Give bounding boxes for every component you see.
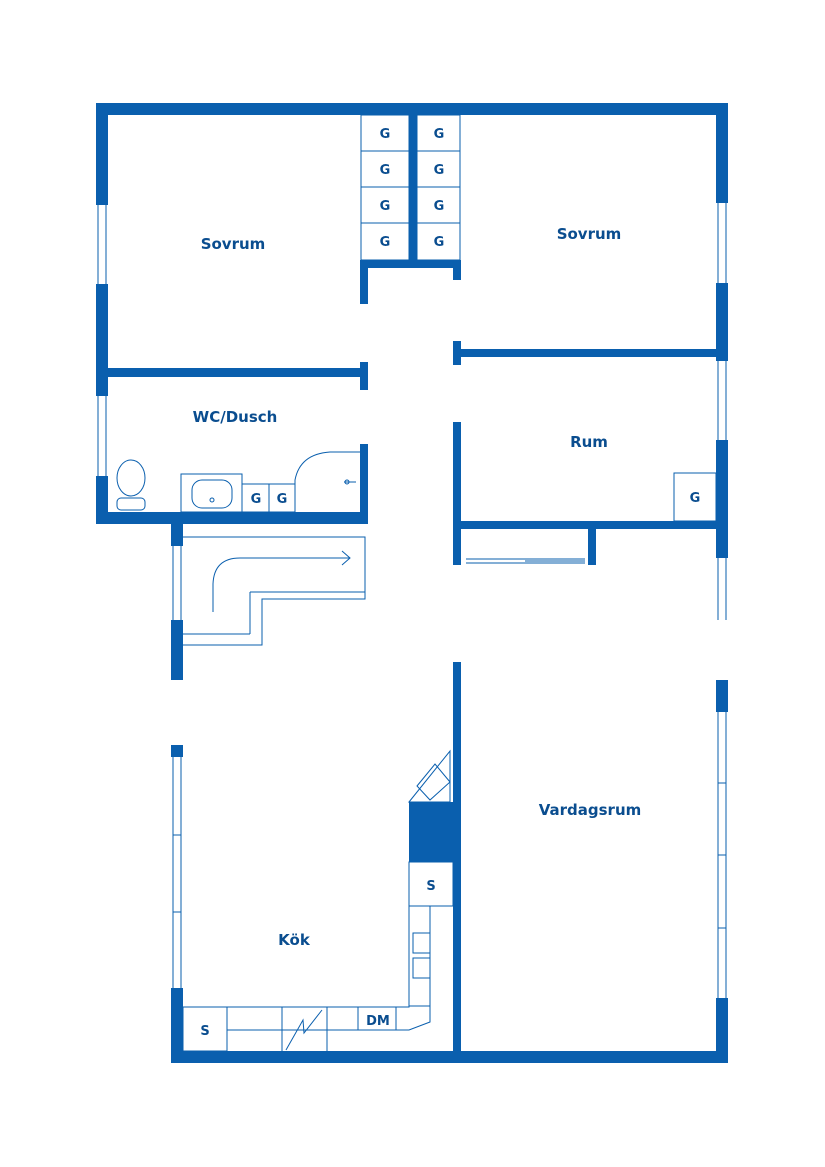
fixture-labels: G G G G G G G G G G G S S DM	[200, 127, 700, 1039]
wardrobe-label: G	[380, 163, 391, 178]
wardrobe-label: G	[251, 492, 262, 507]
windows	[97, 203, 727, 998]
room-label-sovrum-left: Sovrum	[201, 235, 266, 253]
stove-label: S	[426, 879, 435, 894]
room-label-sovrum-right: Sovrum	[557, 225, 622, 243]
stove-label: S	[200, 1024, 209, 1039]
wardrobe-label: G	[380, 235, 391, 250]
wardrobe-label: G	[277, 492, 288, 507]
wardrobe-label: G	[690, 491, 701, 506]
room-label-wc-dusch: WC/Dusch	[193, 408, 278, 426]
room-label-kok: Kök	[278, 931, 311, 949]
room-label-rum: Rum	[570, 433, 608, 451]
exterior-walls	[96, 103, 728, 1063]
fixture-lines	[116, 114, 717, 1052]
wardrobe-label: G	[380, 199, 391, 214]
room-label-vardagsrum: Vardagsrum	[539, 801, 642, 819]
wardrobe-label: G	[434, 163, 445, 178]
dishwasher-label: DM	[366, 1014, 390, 1029]
wardrobe-label: G	[434, 235, 445, 250]
room-labels: Sovrum Sovrum WC/Dusch Rum Vardagsrum Kö…	[193, 225, 642, 949]
wardrobe-label: G	[380, 127, 391, 142]
wardrobe-label: G	[434, 199, 445, 214]
wardrobe-label: G	[434, 127, 445, 142]
interior-walls	[108, 115, 716, 1051]
